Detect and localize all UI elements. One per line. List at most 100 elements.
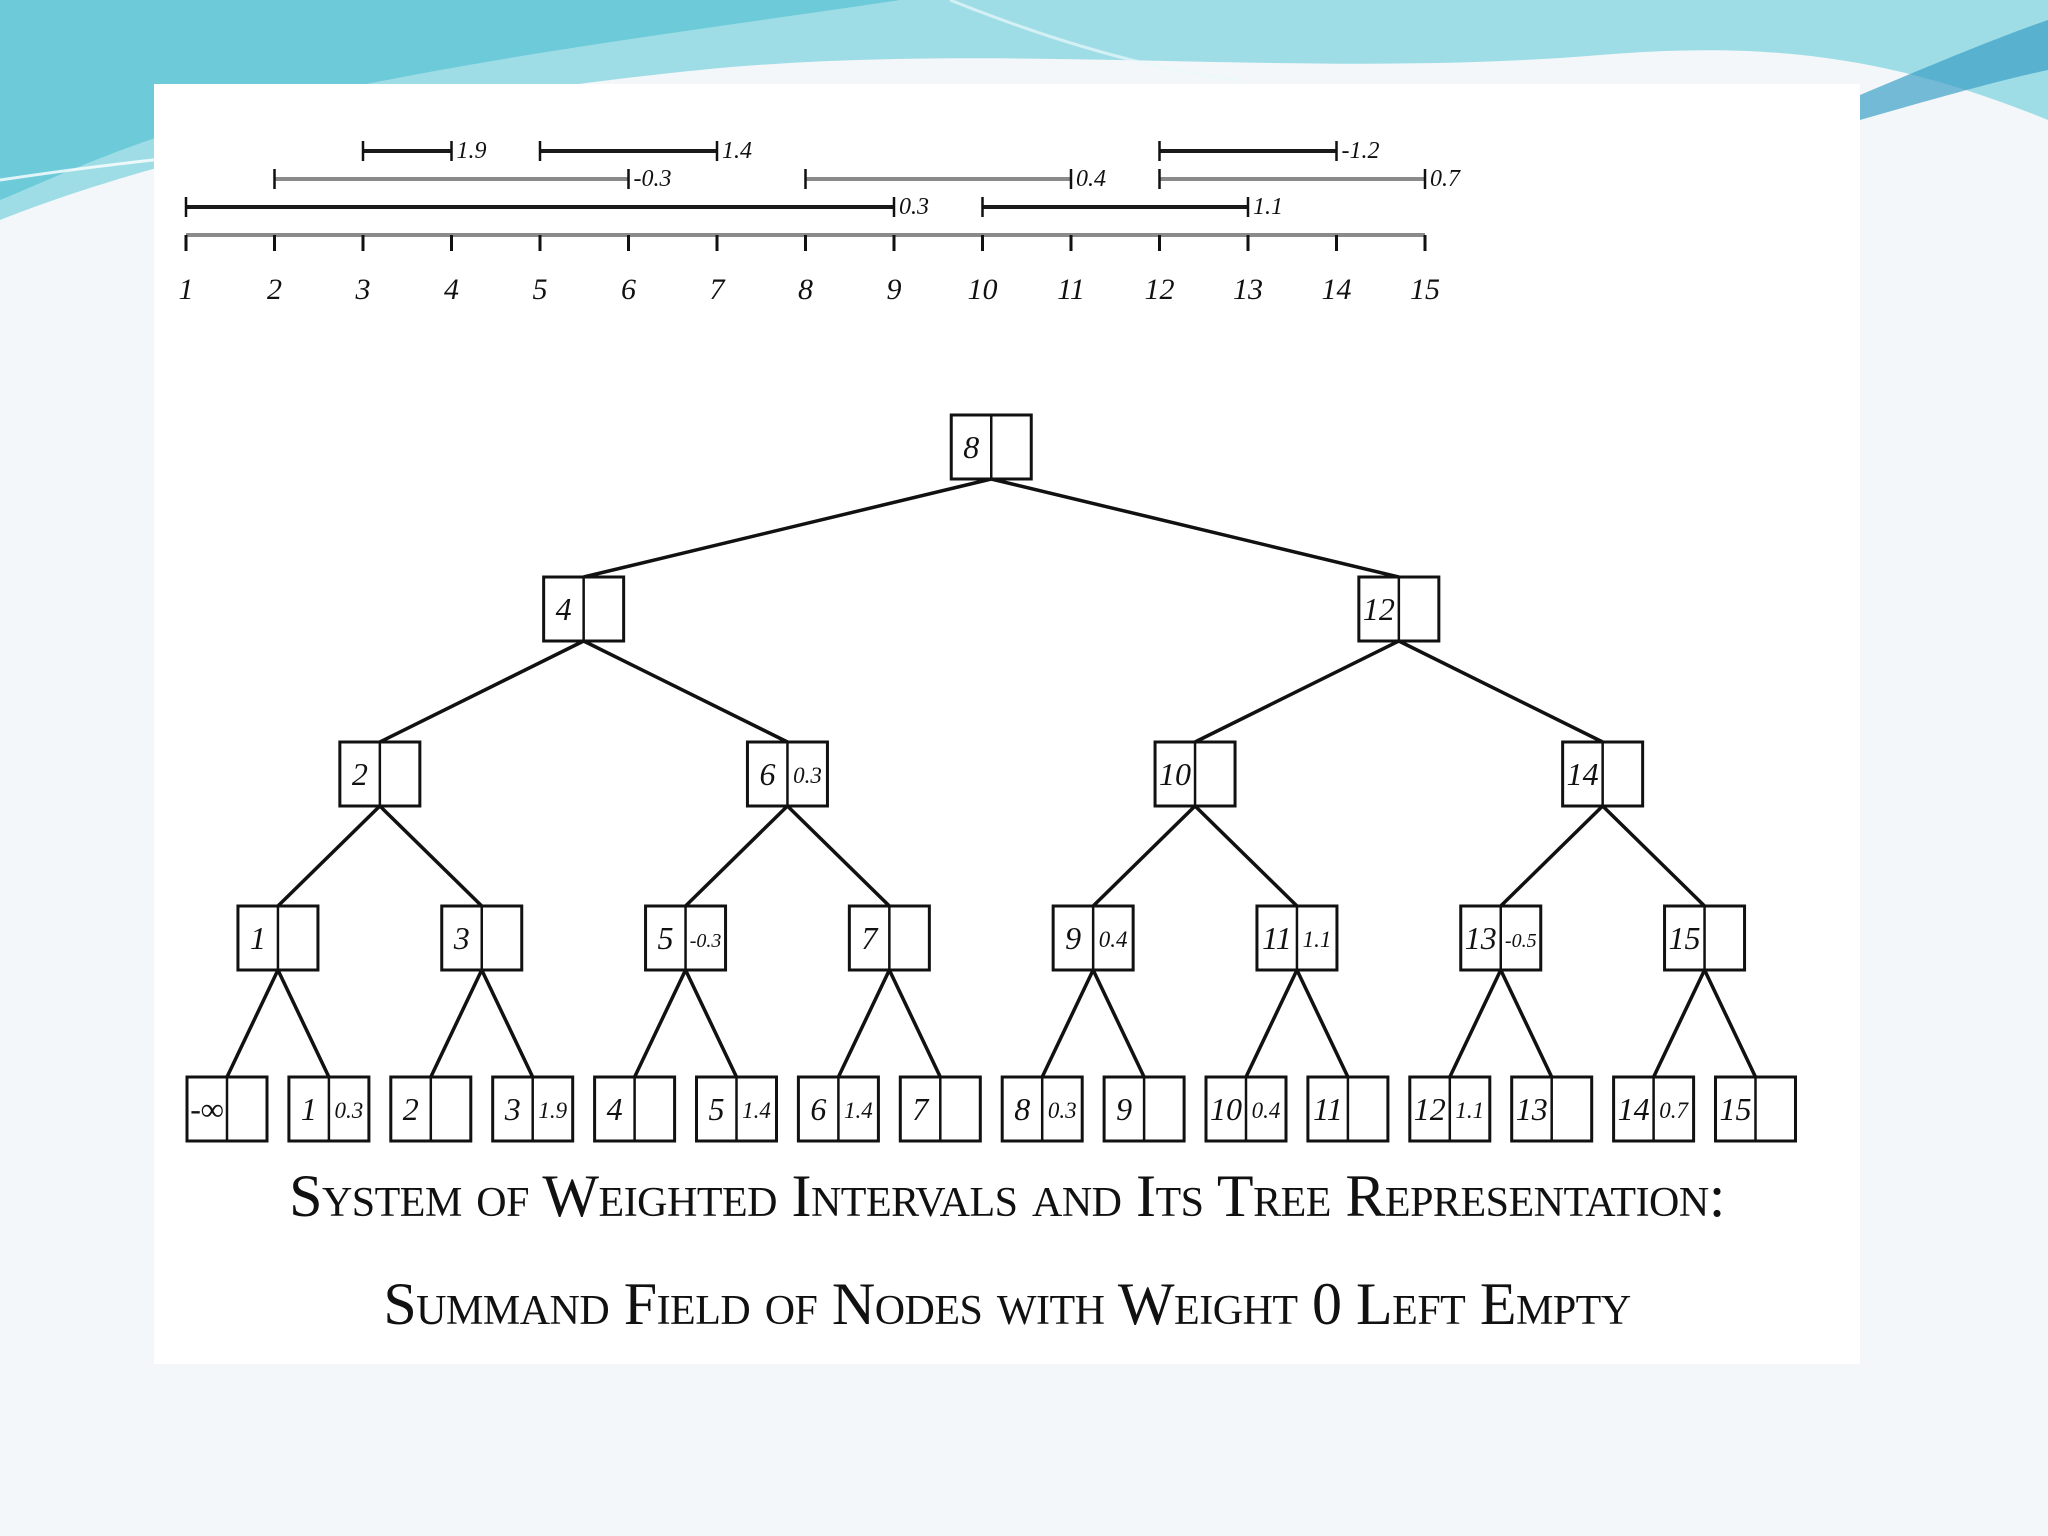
tree-edge	[225, 969, 280, 1078]
tree-node-key: 8	[1014, 1091, 1030, 1127]
tree-edge	[582, 639, 789, 744]
wave-swoosh-line	[949, 0, 1241, 82]
tree-node-summand: 1.1	[1303, 927, 1332, 952]
tree-node-key: -∞	[190, 1091, 223, 1127]
tree-edge	[378, 804, 483, 908]
axis-tick-label: 13	[1233, 273, 1263, 306]
axis-tick-label: 2	[267, 273, 282, 306]
tree-node-key: 5	[658, 920, 674, 956]
tree-edge	[786, 804, 891, 908]
tree-node-summand: 1.1	[1455, 1098, 1484, 1123]
tree-node-key: 15	[1669, 920, 1701, 956]
tree-edge	[633, 969, 688, 1078]
tree-node-key: 1	[250, 920, 266, 956]
tree-node-key: 6	[810, 1091, 826, 1127]
tree-node-key: 10	[1210, 1091, 1242, 1127]
tree-node-summand: 0.3	[1048, 1098, 1077, 1123]
header-wave-right	[1860, 20, 2048, 120]
tree-node-key: 14	[1618, 1091, 1650, 1127]
tree-edge	[1499, 804, 1604, 908]
axis-tick-label: 15	[1410, 273, 1440, 306]
tree-node-key: 11	[1313, 1091, 1343, 1127]
axis-tick-label: 5	[533, 273, 548, 306]
tree-edge	[683, 969, 739, 1078]
tree-node-key: 14	[1567, 756, 1599, 792]
axis-tick-label: 11	[1057, 273, 1085, 306]
tree-edge	[1091, 969, 1146, 1078]
axis-tick-label: 8	[798, 273, 813, 306]
tree-edge	[1194, 639, 1400, 744]
tree-node-summand: 1.4	[742, 1098, 771, 1123]
tree-edge	[276, 969, 331, 1078]
tree-node-key: 3	[453, 920, 470, 956]
interval-weight-label: 0.4	[1076, 166, 1106, 192]
axis-tick-label: 3	[355, 273, 371, 306]
tree-edge	[887, 969, 942, 1078]
interval-weight-label: 1.9	[457, 138, 487, 164]
tree-edge	[1040, 969, 1095, 1078]
tree-node-key: 11	[1262, 920, 1292, 956]
tree-node-key: 1	[301, 1091, 317, 1127]
tree-edge	[583, 477, 992, 579]
tree-edge	[276, 804, 382, 908]
tree-edge	[1652, 969, 1707, 1078]
tree-node-key: 10	[1159, 756, 1191, 792]
tree-node-summand: -0.5	[1505, 930, 1537, 952]
tree-edge	[480, 969, 535, 1078]
axis-tick-label: 10	[968, 273, 998, 306]
tree-edge	[1295, 969, 1350, 1078]
tree-node-summand: -0.3	[690, 930, 722, 952]
tree-edge	[1244, 969, 1299, 1078]
interval-weight-label: -0.3	[634, 166, 672, 192]
tree-node-key: 13	[1465, 920, 1497, 956]
tree-node-key: 12	[1363, 591, 1395, 627]
axis-tick-label: 7	[710, 273, 727, 306]
tree-node-key: 3	[504, 1091, 521, 1127]
tree-node-summand: 0.7	[1659, 1098, 1689, 1123]
tree-node-summand: 0.4	[1099, 927, 1128, 952]
tree-edge	[684, 804, 789, 908]
tree-node-summand: 0.3	[335, 1098, 364, 1123]
axis-tick-label: 1	[179, 273, 194, 306]
tree-edge	[836, 969, 891, 1078]
interval-weight-label: 1.4	[722, 138, 752, 164]
figure-caption-line-2: Summand Field of Nodes with Weight 0 Lef…	[383, 1271, 1631, 1337]
tree-node-key: 5	[709, 1091, 725, 1127]
tree-node-summand: 1.4	[844, 1098, 873, 1123]
tree-node-key: 7	[912, 1091, 930, 1127]
axis-tick-label: 6	[621, 273, 636, 306]
tree-node-key: 9	[1065, 920, 1081, 956]
interval-weight-label: 0.7	[1430, 166, 1461, 192]
tree-edge	[429, 969, 484, 1078]
axis-tick-label: 14	[1322, 273, 1352, 306]
axis-tick-label: 9	[887, 273, 902, 306]
tree-edge	[1193, 804, 1299, 908]
tree-node-key: 7	[861, 920, 879, 956]
tree-node-key: 9	[1116, 1091, 1132, 1127]
axis-tick-label: 12	[1145, 273, 1175, 306]
interval-weight-label: 0.3	[899, 194, 929, 220]
tree-edge	[1448, 969, 1503, 1078]
header-wave-dark	[0, 0, 900, 200]
tree-edge	[1398, 639, 1604, 744]
axis-tick-label: 4	[444, 273, 459, 306]
interval-weight-label: 1.1	[1253, 194, 1283, 220]
tree-node-key: 4	[556, 591, 572, 627]
tree-edge	[1702, 969, 1758, 1078]
tree-node-key: 13	[1516, 1091, 1548, 1127]
tree-node-summand: 0.3	[793, 763, 822, 788]
tree-node-key: 6	[759, 756, 775, 792]
tree-node-key: 12	[1414, 1091, 1446, 1127]
tree-node-key: 15	[1720, 1091, 1752, 1127]
tree-node-key: 2	[352, 756, 368, 792]
tree-node-key: 2	[403, 1091, 419, 1127]
tree-node-key: 8	[963, 429, 979, 465]
tree-edge	[1499, 969, 1554, 1078]
tree-node-summand: 0.4	[1252, 1098, 1281, 1123]
figure-caption-line-1: System of Weighted Intervals and Its Tre…	[289, 1163, 1725, 1229]
tree-node-summand: 1.9	[538, 1098, 567, 1123]
interval-weight-label: -1.2	[1342, 138, 1380, 164]
tree-edge	[1091, 804, 1197, 908]
